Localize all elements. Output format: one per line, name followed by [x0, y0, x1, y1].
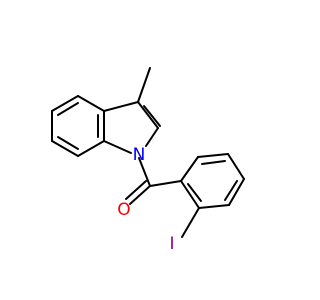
bond [51, 140, 79, 157]
bond [198, 204, 230, 209]
bond [227, 153, 245, 180]
bond [143, 105, 161, 127]
nitrogen-atom-label: N [133, 145, 146, 165]
bond [57, 102, 79, 116]
bond [149, 180, 182, 187]
bond [103, 101, 139, 112]
bond [125, 180, 147, 200]
iodine-atom-label: I [169, 234, 174, 254]
bond [145, 127, 159, 147]
bond [180, 180, 200, 209]
molecule-canvas: N O I [51, 67, 245, 254]
bond [77, 140, 105, 157]
molecule-structure: N O I [51, 67, 245, 254]
atom-labels: N O I [117, 145, 174, 254]
bond [197, 153, 229, 158]
bond [224, 180, 238, 201]
bond-lines [51, 67, 245, 238]
bond [187, 183, 202, 202]
bond [129, 185, 151, 205]
bond [57, 136, 79, 150]
bond [137, 101, 159, 129]
bond [228, 178, 245, 206]
bond [180, 156, 199, 182]
bond [77, 95, 105, 112]
bond [51, 95, 79, 112]
bond [181, 207, 200, 238]
bond [201, 160, 226, 165]
bond [138, 157, 151, 187]
oxygen-atom-label: O [117, 200, 130, 220]
bond [137, 67, 151, 103]
bond [103, 140, 132, 154]
